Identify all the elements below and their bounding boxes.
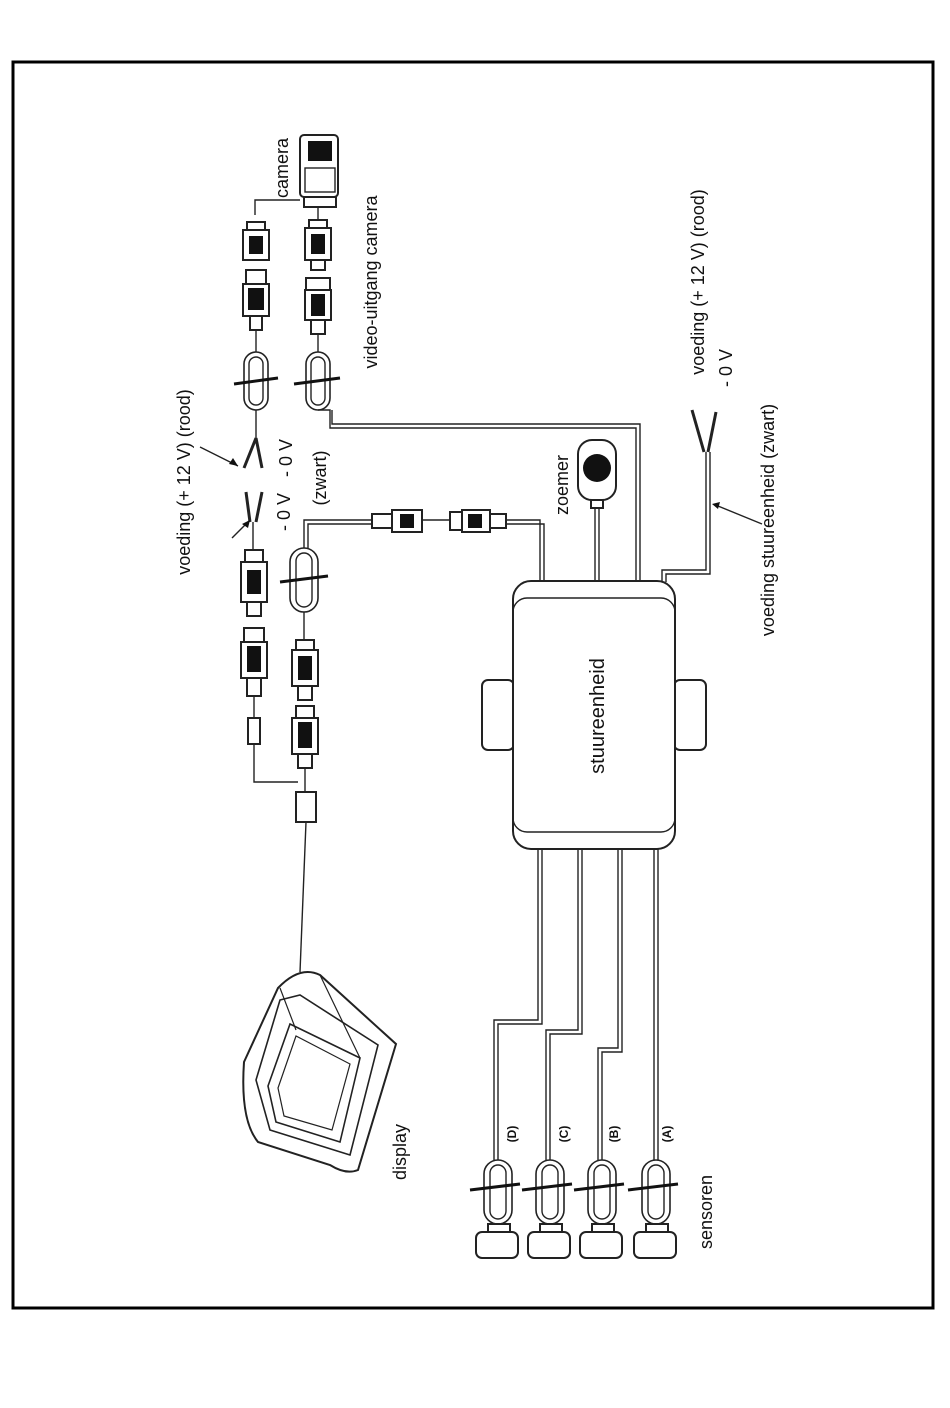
cable-loop-display-video <box>280 548 328 612</box>
sensor-cables <box>494 849 658 1160</box>
rca-connector-display-video-1 <box>292 640 318 700</box>
label-power-unit: voeding (+ 12 V) (rood) <box>688 189 708 375</box>
display-cable <box>300 822 306 972</box>
label-zero-v-right: - 0 V <box>716 349 736 387</box>
label-sensor-a: (A) <box>660 1126 674 1143</box>
sensor-d <box>470 1160 520 1258</box>
sensor-b <box>574 1160 624 1258</box>
sensor-a <box>628 1160 678 1258</box>
label-camera: camera <box>272 137 292 198</box>
label-zero-v-mid: - 0 V <box>274 493 294 531</box>
label-power-display: voeding (+ 12 V) (rood) <box>174 389 194 575</box>
label-sensor-b: (B) <box>607 1126 621 1143</box>
camera-cable-power <box>255 200 300 215</box>
label-zwart: (zwart) <box>310 451 330 506</box>
unit-power-cable <box>662 452 706 582</box>
label-sensor-d: (D) <box>505 1126 519 1143</box>
buzzer-icon <box>578 440 616 508</box>
label-sensoren: sensoren <box>696 1175 716 1249</box>
inline-connector-video <box>372 510 506 532</box>
label-display: display <box>390 1124 410 1180</box>
cable-loop-camera-power <box>234 352 278 410</box>
rca-connector-display-power-1 <box>241 550 267 616</box>
cable-loop-video <box>294 352 340 410</box>
display-power-plug <box>248 718 260 744</box>
rca-connector-video-1 <box>305 220 331 270</box>
display-junction <box>296 792 316 822</box>
label-video-out: video-uitgang camera <box>361 194 381 368</box>
camera-icon <box>300 135 338 207</box>
label-sensor-c: (C) <box>557 1126 571 1143</box>
page-frame <box>13 62 933 1308</box>
sensor-c <box>522 1160 572 1258</box>
rca-connector-display-power-2 <box>241 628 267 696</box>
rca-connector-video-2 <box>305 278 331 334</box>
label-zoemer: zoemer <box>552 455 572 515</box>
display-icon <box>243 972 396 1172</box>
wire-fork-unit <box>692 410 716 452</box>
label-power-unit-black: voeding stuureenheid (zwart) <box>758 404 778 636</box>
rca-connector-camera-power-2 <box>243 270 269 330</box>
wire-fork-camera <box>244 438 262 468</box>
wire-fork-display <box>246 492 262 522</box>
rca-connector-camera-power-1 <box>243 222 269 260</box>
label-control-unit: stuureenheid <box>587 658 609 774</box>
rca-connector-display-video-2 <box>292 706 318 768</box>
label-zero-v-top: - 0 V <box>276 439 296 477</box>
